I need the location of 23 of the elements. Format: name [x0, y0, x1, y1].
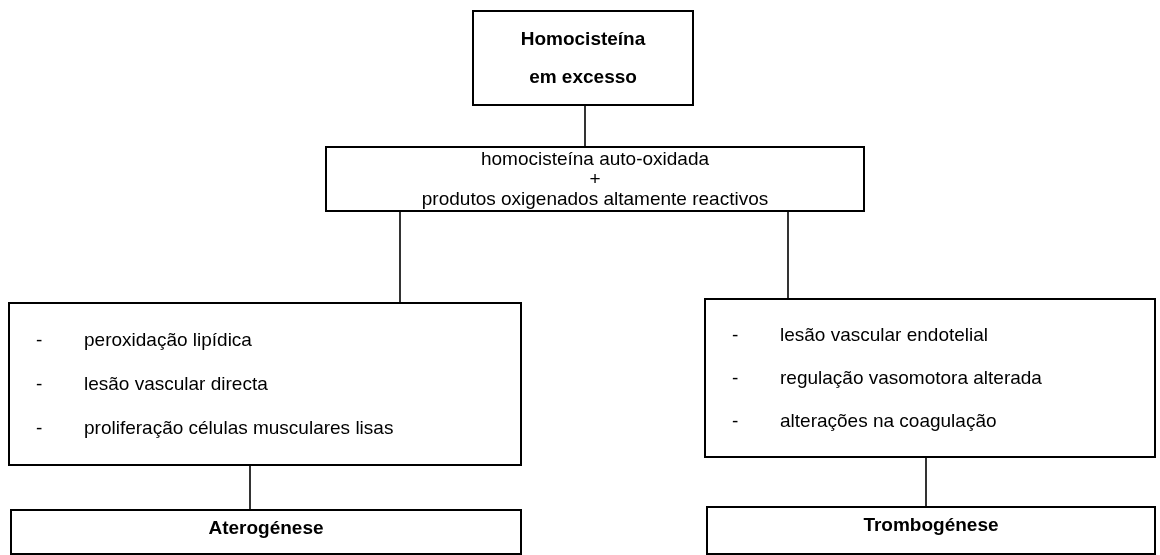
box-title: Homocisteína em excesso — [519, 27, 647, 89]
outcome-label: Trombogénese — [863, 514, 999, 537]
box-text: + — [589, 168, 601, 189]
box-text: homocisteína auto-oxidada — [480, 149, 710, 169]
connector-line — [925, 457, 927, 507]
list-item: - regulação vasomotora alterada — [732, 367, 1042, 389]
list-item: - lesão vascular directa — [36, 373, 268, 395]
connector-line — [787, 211, 789, 299]
box-text: produtos oxigenados altamente reactivos — [421, 188, 769, 209]
list-item: - proliferação células musculares lisas — [36, 417, 394, 439]
connector-line — [249, 465, 251, 510]
list-item: - peroxidação lipídica — [36, 329, 252, 351]
outcome-box — [10, 509, 522, 555]
list-box — [8, 302, 522, 466]
connector-line — [584, 105, 586, 147]
outcome-label: Aterogénese — [208, 517, 324, 540]
list-item: - lesão vascular endotelial — [732, 324, 989, 347]
process-box — [325, 146, 865, 212]
list-item: - alterações na coagulação — [732, 409, 997, 432]
process-box — [472, 10, 694, 106]
connector-line — [399, 211, 401, 303]
list-box — [704, 298, 1156, 458]
outcome-box — [706, 506, 1156, 555]
